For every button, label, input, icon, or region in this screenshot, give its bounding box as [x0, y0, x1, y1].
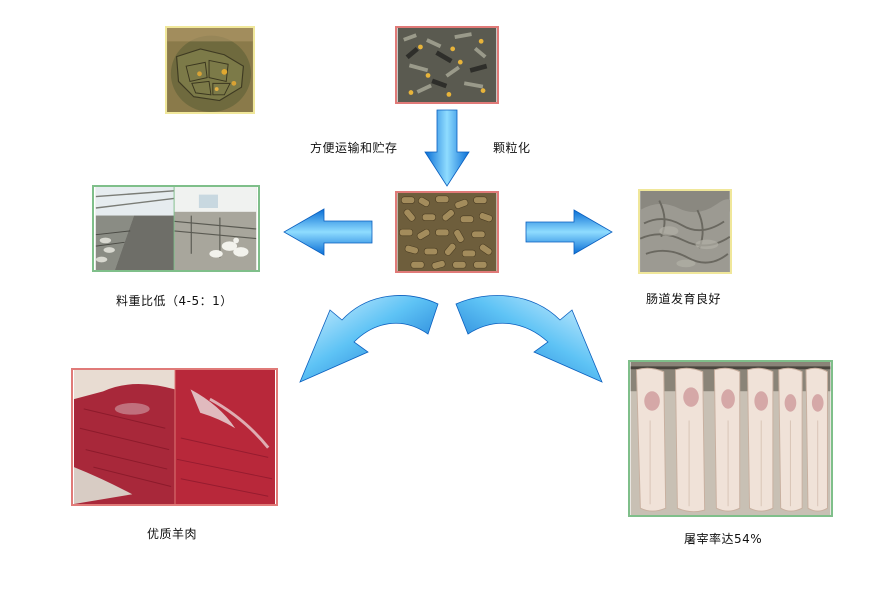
silage-ball-photo: [165, 26, 255, 114]
mutton-image: [74, 370, 275, 504]
down-arrow-icon: [424, 109, 470, 187]
intestine-photo: [638, 189, 732, 274]
meat-label: 优质羊肉: [147, 527, 198, 541]
silage-ball-image: [167, 28, 253, 112]
gut-label: 肠道发育良好: [646, 292, 722, 306]
sheep-barn-photo: [92, 185, 260, 272]
right-arrow-icon: [525, 209, 613, 255]
mutton-photo: [71, 368, 278, 506]
transport-label: 方便运输和贮存: [310, 141, 398, 155]
feed-ratio-label: 料重比低（4-5：1）: [116, 294, 233, 308]
pellet-feed-photo: [395, 191, 499, 273]
silage-raw-photo: [395, 26, 499, 104]
curved-arrow-left-icon: [298, 290, 439, 384]
curved-arrow-right-icon: [455, 290, 604, 384]
intestine-image: [640, 191, 730, 272]
pellet-feed-image: [397, 193, 497, 271]
dressing-label: 屠宰率达54%: [684, 532, 763, 546]
carcass-image: [630, 362, 831, 515]
carcass-photo: [628, 360, 833, 517]
pelletize-label: 颗粒化: [493, 141, 531, 155]
sheep-barn-image: [95, 187, 257, 270]
silage-raw-image: [397, 28, 497, 102]
left-arrow-icon: [283, 208, 373, 256]
